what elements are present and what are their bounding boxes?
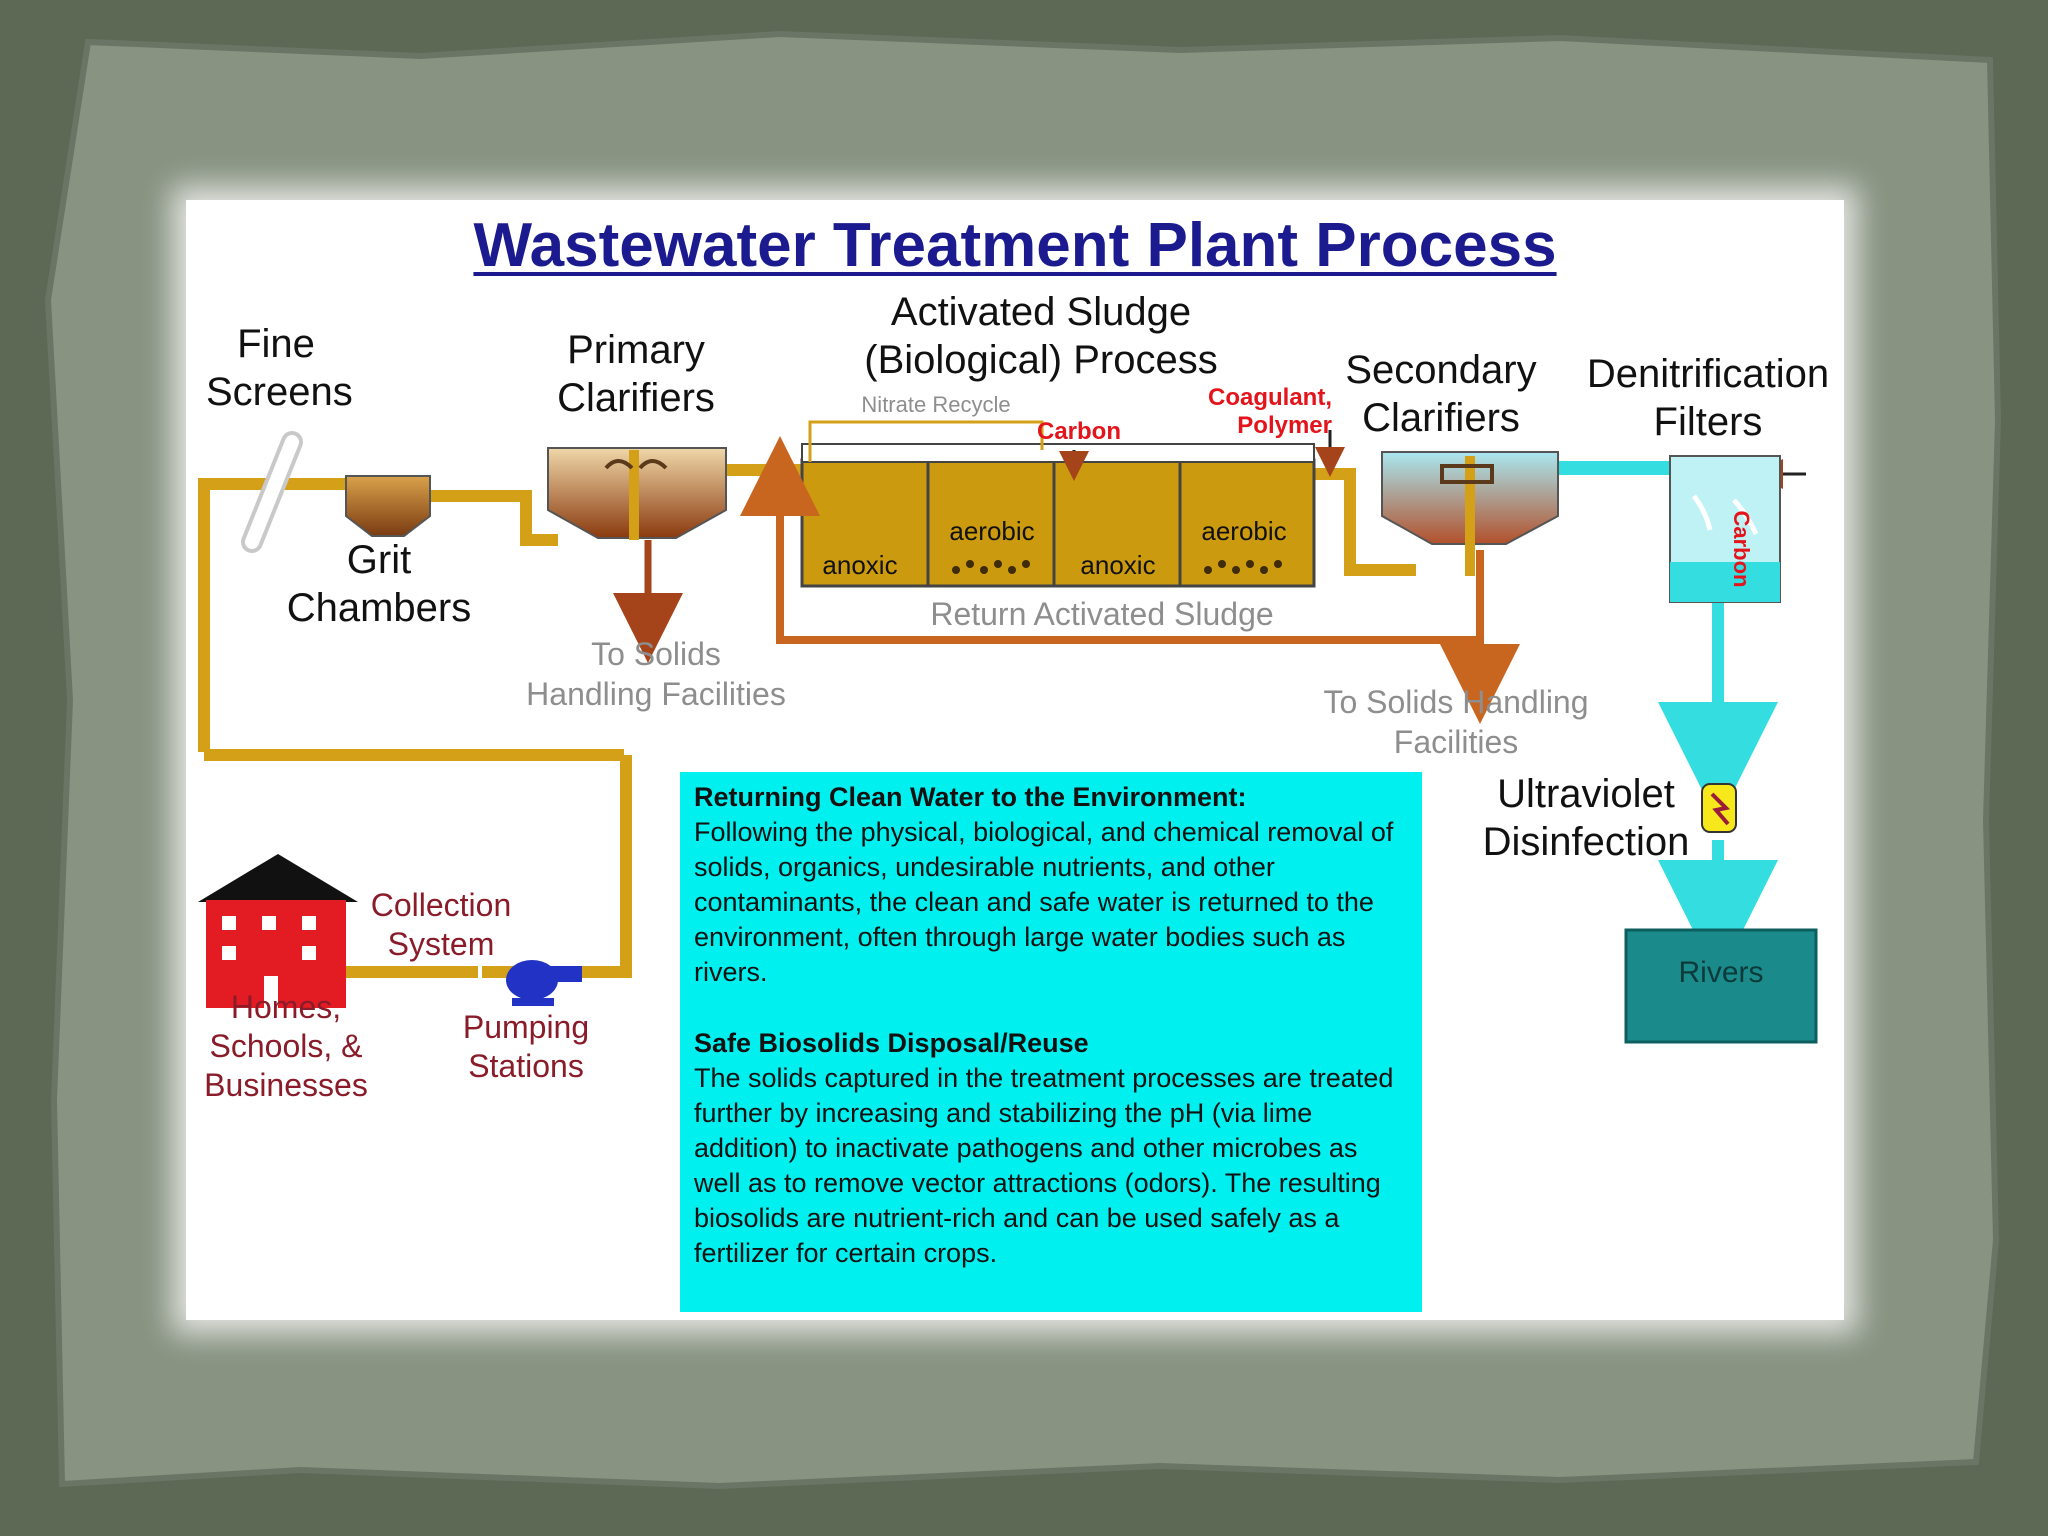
fine-screen-icon (241, 431, 303, 553)
secondary-clarifier-icon (1381, 451, 1559, 576)
rivers-icon (1624, 928, 1818, 1044)
grit-chamber-icon (345, 475, 431, 537)
grit-to-primary-pipe (426, 490, 558, 546)
label-to-solids-primary: To Solids Handling Facilities (526, 636, 786, 712)
label-rivers: Rivers (1678, 956, 1764, 989)
label-secondary-clarifiers: Secondary Clarifiers (1345, 348, 1537, 440)
process-flow: anoxic aerobic anoxic aerobic (198, 420, 1818, 1044)
influent-pipe (198, 478, 286, 752)
primary-clarifier-icon (547, 447, 727, 540)
label-collection-system: Collection System (370, 887, 512, 962)
zone-anoxic-1: anoxic (822, 550, 897, 580)
label-filter-carbon: Carbon (1729, 510, 1754, 588)
label-grit-chambers: Grit Chambers (286, 538, 472, 630)
label-primary-clarifiers: Primary Clarifiers (557, 328, 715, 420)
label-homes: Homes, Schools, & Businesses (204, 989, 368, 1103)
info-heading-clean-water: Returning Clean Water to the Environment… (694, 782, 1247, 812)
label-carbon: Carbon (1037, 418, 1121, 445)
info-heading-biosolids: Safe Biosolids Disposal/Reuse (694, 1028, 1089, 1058)
label-fine-screens: Fine Screens (206, 322, 353, 414)
label-return-activated-sludge: Return Activated Sludge (930, 596, 1274, 632)
info-box: Returning Clean Water to the Environment… (680, 772, 1422, 1312)
denitrification-filter-icon (1669, 455, 1781, 603)
diagram-panel: Wastewater Treatment Plant Process (186, 200, 1844, 1320)
zone-anoxic-2: anoxic (1080, 550, 1155, 580)
label-nitrate-recycle: Nitrate Recycle (861, 392, 1011, 417)
diagram-title: Wastewater Treatment Plant Process (473, 211, 1557, 280)
info-body-biosolids: The solids captured in the treatment pro… (694, 1063, 1394, 1268)
label-denitrification-filters: Denitrification Filters (1586, 352, 1830, 444)
label-to-solids-secondary: To Solids Handling Facilities (1323, 684, 1589, 760)
activated-sludge-basin (800, 443, 1316, 588)
info-body-clean-water: Following the physical, biological, and … (694, 817, 1394, 987)
label-activated-sludge: Activated Sludge (Biological) Process (864, 290, 1218, 382)
zone-aerobic-2: aerobic (1201, 516, 1286, 546)
label-coagulant-polymer: Coagulant, Polymer (1208, 384, 1332, 439)
uv-lamp-icon (1701, 783, 1737, 833)
label-pumping-stations: Pumping Stations (462, 1009, 590, 1084)
zone-aerobic-1: aerobic (949, 516, 1034, 546)
label-uv-disinfection: Ultraviolet Disinfection (1482, 772, 1690, 864)
house-icon (198, 854, 358, 1008)
pump-icon (506, 960, 582, 1006)
return-sludge-loop (740, 436, 1484, 644)
